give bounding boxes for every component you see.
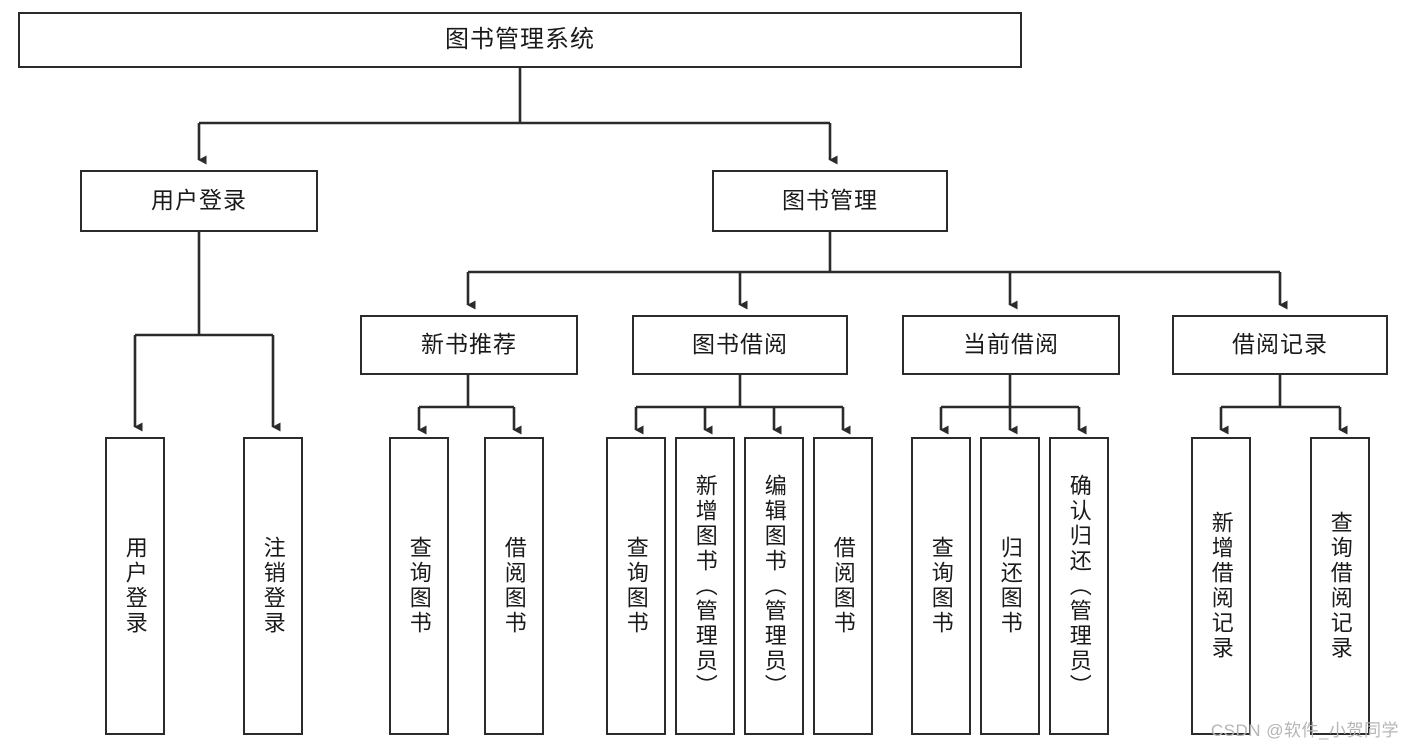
node-label: 当前借阅 — [963, 331, 1059, 358]
node-label: 借阅图书 — [830, 536, 856, 636]
node-leaf-return-book[interactable]: 归还图书 — [980, 437, 1040, 735]
node-label: 查询借阅记录 — [1327, 511, 1353, 661]
node-leaf-borrow-book-2[interactable]: 借阅图书 — [813, 437, 873, 735]
node-label: 新增借阅记录 — [1208, 511, 1234, 661]
node-label: 查询图书 — [406, 536, 432, 636]
node-leaf-user-login[interactable]: 用户登录 — [105, 437, 165, 735]
node-book-management[interactable]: 图书管理 — [712, 170, 948, 232]
node-label: 新书推荐 — [421, 331, 517, 358]
node-leaf-add-borrow-record[interactable]: 新增借阅记录 — [1191, 437, 1251, 735]
node-label: 图书管理系统 — [445, 25, 595, 53]
node-leaf-confirm-return-admin[interactable]: 确认归还（管理员） — [1049, 437, 1109, 735]
node-leaf-query-book-3[interactable]: 查询图书 — [911, 437, 971, 735]
node-new-book-recommend[interactable]: 新书推荐 — [360, 315, 578, 375]
node-label: 图书借阅 — [692, 331, 788, 358]
node-label: 图书管理 — [782, 187, 878, 214]
node-label: 查询图书 — [928, 536, 954, 636]
node-leaf-edit-book-admin[interactable]: 编辑图书（管理员） — [744, 437, 804, 735]
node-book-management-system[interactable]: 图书管理系统 — [18, 12, 1022, 68]
node-label: 归还图书 — [997, 536, 1023, 636]
node-current-borrow[interactable]: 当前借阅 — [902, 315, 1120, 375]
node-label: 确认归还（管理员） — [1066, 473, 1092, 699]
node-label: 用户登录 — [122, 536, 148, 636]
node-book-borrow[interactable]: 图书借阅 — [632, 315, 848, 375]
node-label: 注销登录 — [260, 536, 286, 636]
node-label: 借阅图书 — [501, 536, 527, 636]
node-leaf-query-borrow-record[interactable]: 查询借阅记录 — [1310, 437, 1370, 735]
node-user-login[interactable]: 用户登录 — [80, 170, 318, 232]
node-label: 用户登录 — [151, 187, 247, 214]
node-label: 新增图书（管理员） — [692, 473, 718, 699]
node-leaf-borrow-book-1[interactable]: 借阅图书 — [484, 437, 544, 735]
node-label: 编辑图书（管理员） — [761, 473, 787, 699]
node-leaf-add-book-admin[interactable]: 新增图书（管理员） — [675, 437, 735, 735]
node-label: 借阅记录 — [1232, 331, 1328, 358]
node-label: 查询图书 — [623, 536, 649, 636]
node-leaf-query-book-1[interactable]: 查询图书 — [389, 437, 449, 735]
node-leaf-query-book-2[interactable]: 查询图书 — [606, 437, 666, 735]
node-borrow-record[interactable]: 借阅记录 — [1172, 315, 1388, 375]
node-leaf-logout-login[interactable]: 注销登录 — [243, 437, 303, 735]
